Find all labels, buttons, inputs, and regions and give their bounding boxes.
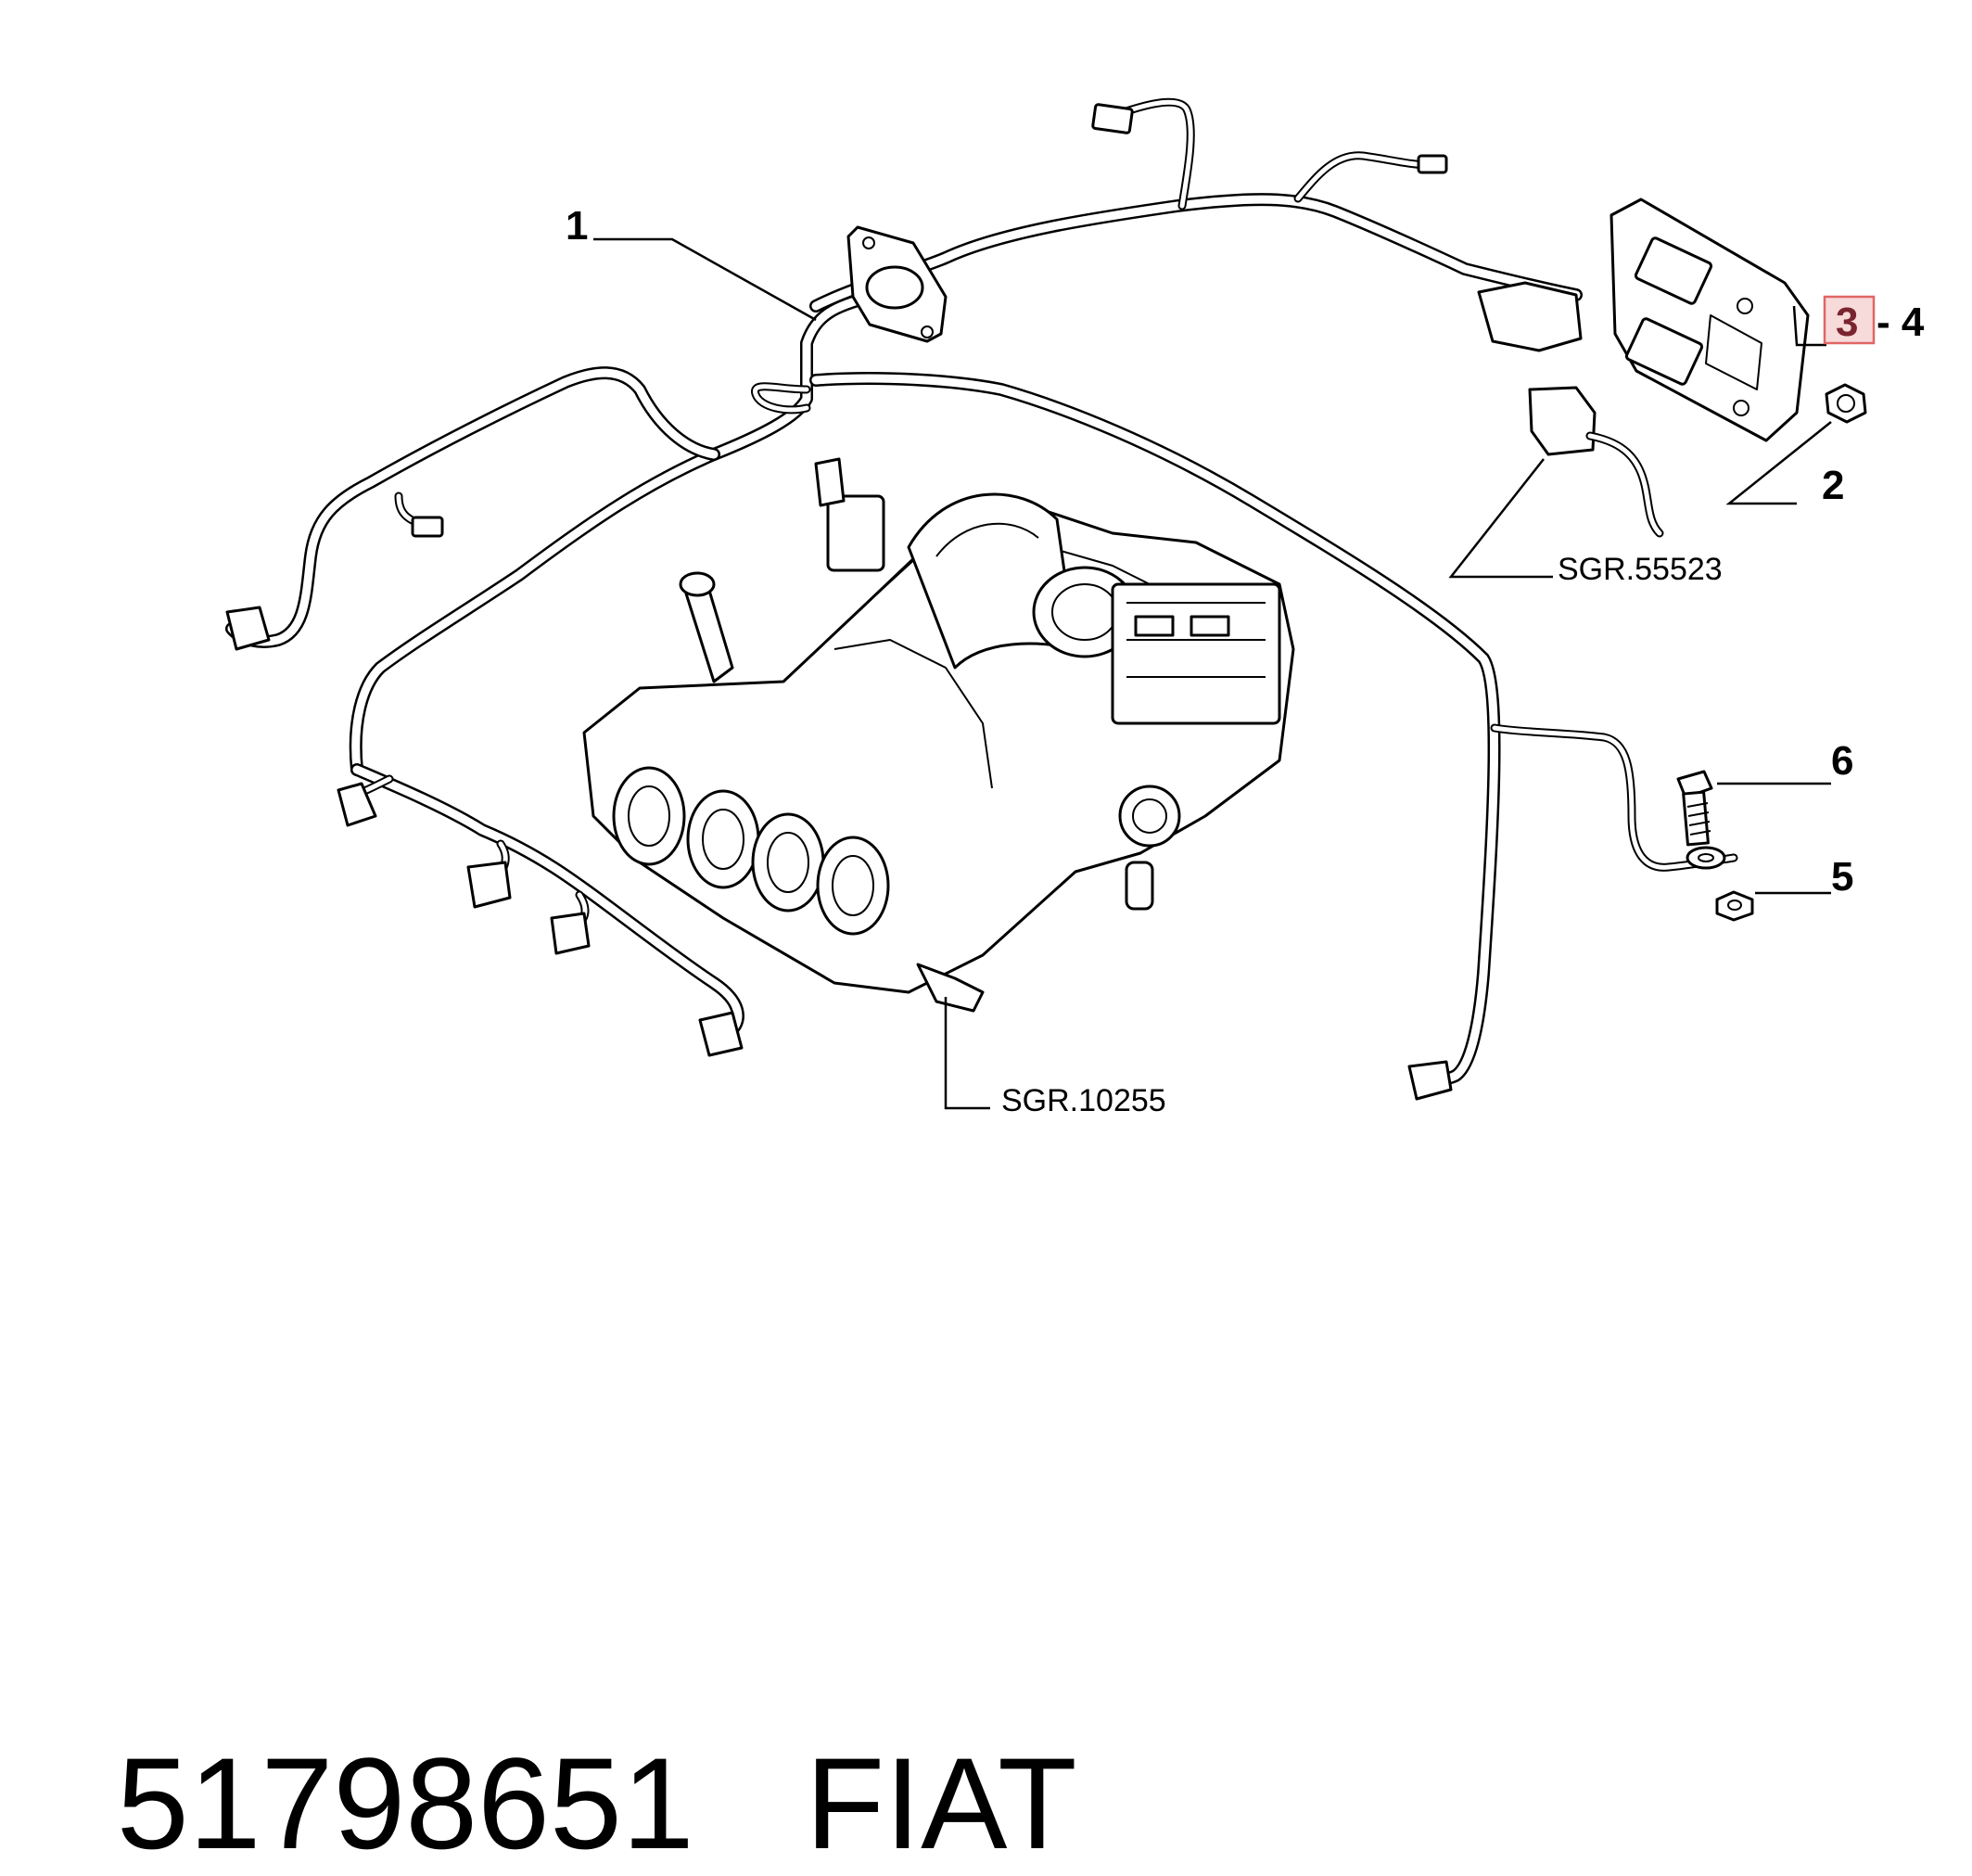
leader-lines <box>593 237 1832 1110</box>
callout-4: - 4 <box>1877 300 1925 345</box>
reference-sgr-55523: SGR.55523 <box>1558 552 1723 587</box>
bolt-part <box>1676 770 1713 847</box>
control-unit <box>1609 198 1810 442</box>
callout-3[interactable]: 3 <box>1836 300 1858 345</box>
brand-name: FIAT <box>805 1730 1077 1876</box>
wiring-harness <box>225 97 1738 1087</box>
harness-grommet <box>846 225 948 343</box>
part-number: 51798651 <box>116 1730 694 1876</box>
harness-connectors <box>225 103 1583 1101</box>
callout-1: 1 <box>566 203 588 249</box>
callouts: 1 2 3 - 4 6 5 SGR.55523 SGR.10255 <box>566 203 1925 1118</box>
ground-eyelet <box>1686 846 1754 922</box>
callout-6: 6 <box>1831 738 1853 784</box>
engine-manifold-drawing <box>582 457 1295 1013</box>
nut-part <box>1825 383 1867 424</box>
reference-sgr-10255: SGR.10255 <box>1001 1083 1166 1118</box>
callout-2: 2 <box>1822 463 1844 508</box>
callout-3-highlight <box>1823 295 1876 345</box>
exploded-parts-diagram: 1 2 3 - 4 6 5 SGR.55523 SGR.10255 <box>225 97 1925 1118</box>
callout-5: 5 <box>1831 854 1853 900</box>
sensor-part <box>1528 386 1664 538</box>
